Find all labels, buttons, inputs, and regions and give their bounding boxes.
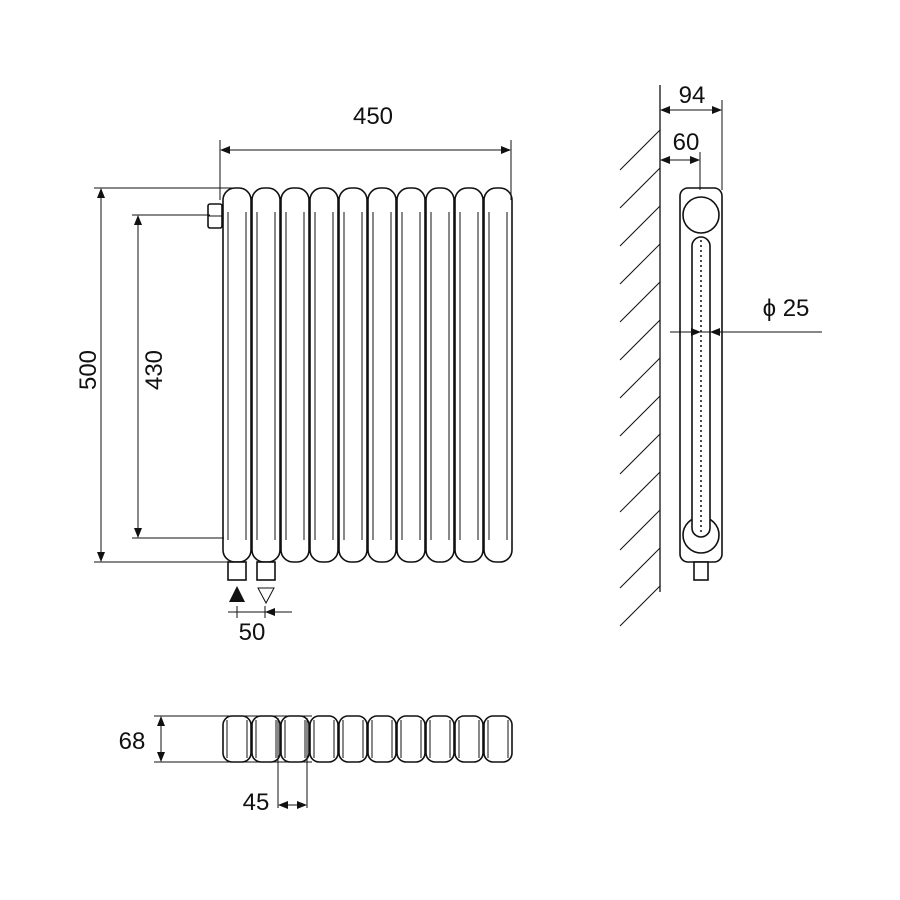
side-outlet-pipe [693,561,709,581]
dimension-height: 500 [75,187,232,563]
wall-hatching [619,129,661,627]
dimension-label-column-pitch: 45 [243,789,270,816]
flow-in-arrow-icon [229,586,245,602]
radiator-column-top [222,715,252,763]
radiator-column [309,187,339,563]
radiator-column-top [454,715,484,763]
radiator-column [251,187,281,563]
flow-out-arrow-icon [257,587,275,605]
radiator-column-top [309,715,339,763]
radiator-column-top [280,715,310,763]
dimension-width: 450 [219,103,512,200]
dimension-label-pipe-diameter: ϕ 25 [763,295,810,322]
dimension-label-width: 450 [353,103,393,130]
radiator-column [425,187,455,563]
dimension-depth: 68 [119,715,312,763]
top-view [222,715,513,763]
dimension-label-height: 500 [75,350,102,390]
radiator-column-top [251,715,281,763]
radiator-column [280,187,310,563]
dimension-label-center-distance: 430 [141,350,168,390]
radiator-column-top [396,715,426,763]
dimension-label-depth: 68 [119,728,146,755]
radiator-column [367,187,397,563]
radiator-column-top [483,715,513,763]
radiator-column-top [425,715,455,763]
outlet-pipe [256,561,276,581]
radiator-column [396,187,426,563]
dimension-label-wall-distance: 60 [673,129,700,156]
bleed-valve-icon [207,203,223,229]
top-connection [682,196,720,234]
side-view: 94 60 ϕ 25 [619,82,822,627]
radiator-column-top [338,715,368,763]
dimension-pipe-spacing: 50 [228,606,292,646]
radiator-column-top [367,715,397,763]
front-view [222,187,513,563]
inlet-pipe [227,561,247,581]
dimension-label-projection: 94 [679,82,706,109]
dimension-center-distance: 430 [132,214,224,539]
radiator-column [483,187,513,563]
radiator-column [338,187,368,563]
dimension-column-pitch: 45 [243,718,308,816]
dimension-label-pipe-spacing: 50 [239,619,266,646]
radiator-column [454,187,484,563]
radiator-column [222,187,252,563]
